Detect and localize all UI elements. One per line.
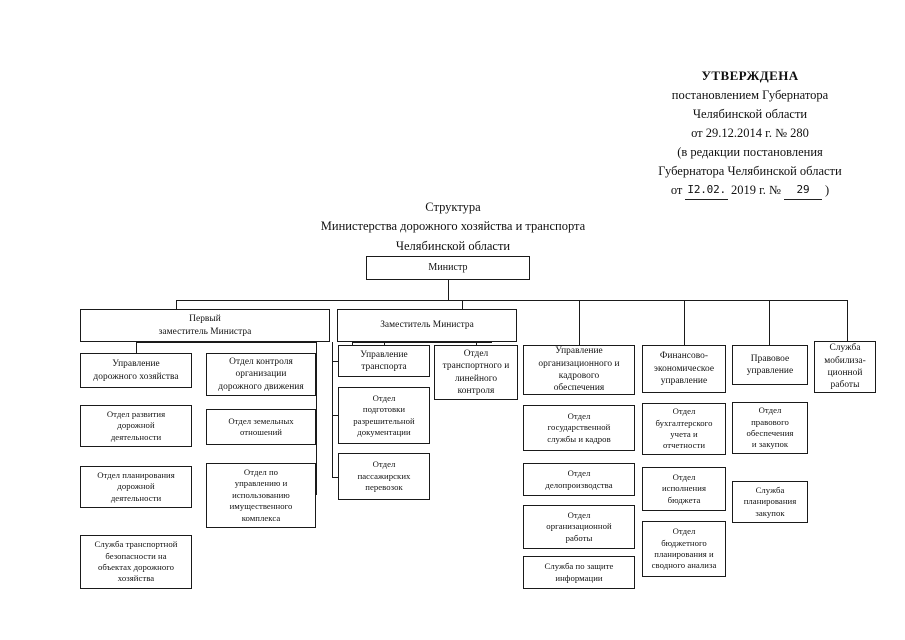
connector-bus-to-mobilization (847, 300, 848, 342)
node-deputy: Заместитель Министра (337, 309, 517, 342)
node-minister: Министр (366, 256, 530, 280)
connector-deputy-up (462, 300, 463, 309)
approval-line-4: (в редакции постановления (677, 144, 823, 159)
approval-line-6: от I2.02. 2019 г. № 29 ) (600, 181, 900, 200)
spine-tap-col-transport-2 (332, 415, 338, 416)
connector-first-deputy-up (176, 300, 177, 309)
spine-col-traffic-control (316, 342, 317, 495)
approval-heading: УТВЕРЖДЕНА (701, 68, 799, 83)
connector-bus-to-org-hr (579, 300, 580, 345)
spine-tap-col-transport-3 (332, 477, 338, 478)
approval-line-5: Губернатора Челябинской области (658, 163, 842, 178)
approval-paren-close: ) (824, 182, 830, 197)
approval-year-label: 2019 г. № (730, 182, 781, 197)
spine-tap-col-transport-1 (332, 361, 338, 362)
approval-line-2: Челябинской области (692, 106, 808, 121)
approval-number-value: 29 (783, 182, 822, 200)
spine-col-transport (332, 342, 333, 477)
approval-date-value: I2.02. (685, 182, 728, 200)
connector-first-deputy-spine (136, 342, 317, 343)
page-title-line-2: Министерства дорожного хозяйства и транс… (320, 219, 586, 234)
connector-minister-down (448, 280, 449, 300)
page-title-line-1: Структура (425, 200, 481, 214)
connector-deputy-to-transport (384, 342, 385, 345)
connector-deputy-spine (352, 342, 492, 343)
approval-date-prefix: от (670, 182, 683, 197)
page-title: Структура Министерства дорожного хозяйст… (283, 198, 623, 256)
node-minister-label: Министр (428, 262, 468, 274)
connector-bus-to-legal (769, 300, 770, 345)
connector-bus-main (176, 300, 848, 301)
connector-deputy-spine-left (352, 342, 353, 346)
connector-first-deputy-to-traffic-control (316, 342, 317, 353)
approval-block: УТВЕРЖДЕНА постановлением Губернатора Че… (600, 66, 900, 200)
connector-first-deputy-to-road-economy (136, 342, 137, 353)
node-deputy-label: Заместитель Министра (380, 320, 474, 331)
connector-deputy-to-line-control (476, 342, 477, 345)
approval-line-1: постановлением Губернатора (671, 87, 829, 102)
approval-line-3: от 29.12.2014 г. № 280 (691, 125, 809, 140)
page-title-line-3: Челябинской области (395, 238, 511, 253)
connector-bus-to-finance (684, 300, 685, 345)
